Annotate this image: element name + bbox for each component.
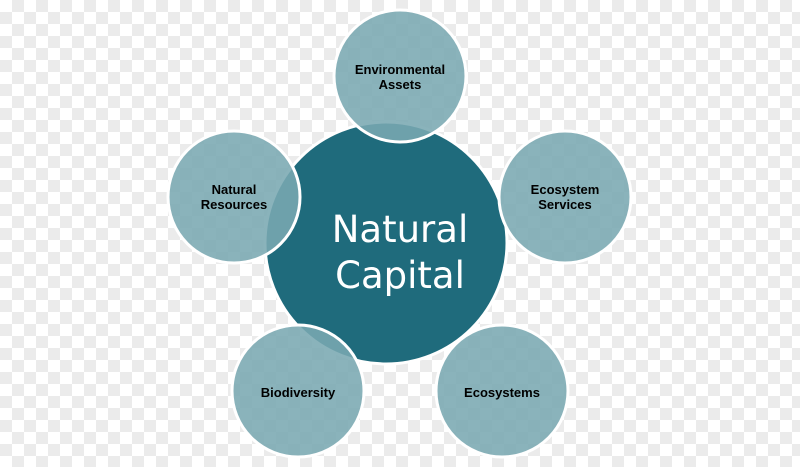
node-label-right-line1: Ecosystem	[531, 182, 600, 197]
node-label-bottom-right: Ecosystems	[464, 385, 540, 400]
node-circle-top	[332, 8, 468, 144]
node-label-left-line1: Natural	[212, 182, 257, 197]
center-label-line1: Natural	[332, 208, 468, 251]
node-circle-right	[497, 129, 633, 265]
node-label-left-line2: Resources	[201, 197, 267, 212]
node-circle-left	[166, 129, 302, 265]
node-circle-bottom-right	[434, 323, 570, 459]
node-label-right-line2: Services	[538, 197, 592, 212]
node-label-top-line1: Environmental	[355, 62, 445, 77]
node-circle-bottom-left	[230, 323, 366, 459]
center-label-line2: Capital	[335, 254, 465, 297]
node-label-top-line2: Assets	[379, 77, 422, 92]
node-label-bottom-left: Biodiversity	[261, 385, 336, 400]
